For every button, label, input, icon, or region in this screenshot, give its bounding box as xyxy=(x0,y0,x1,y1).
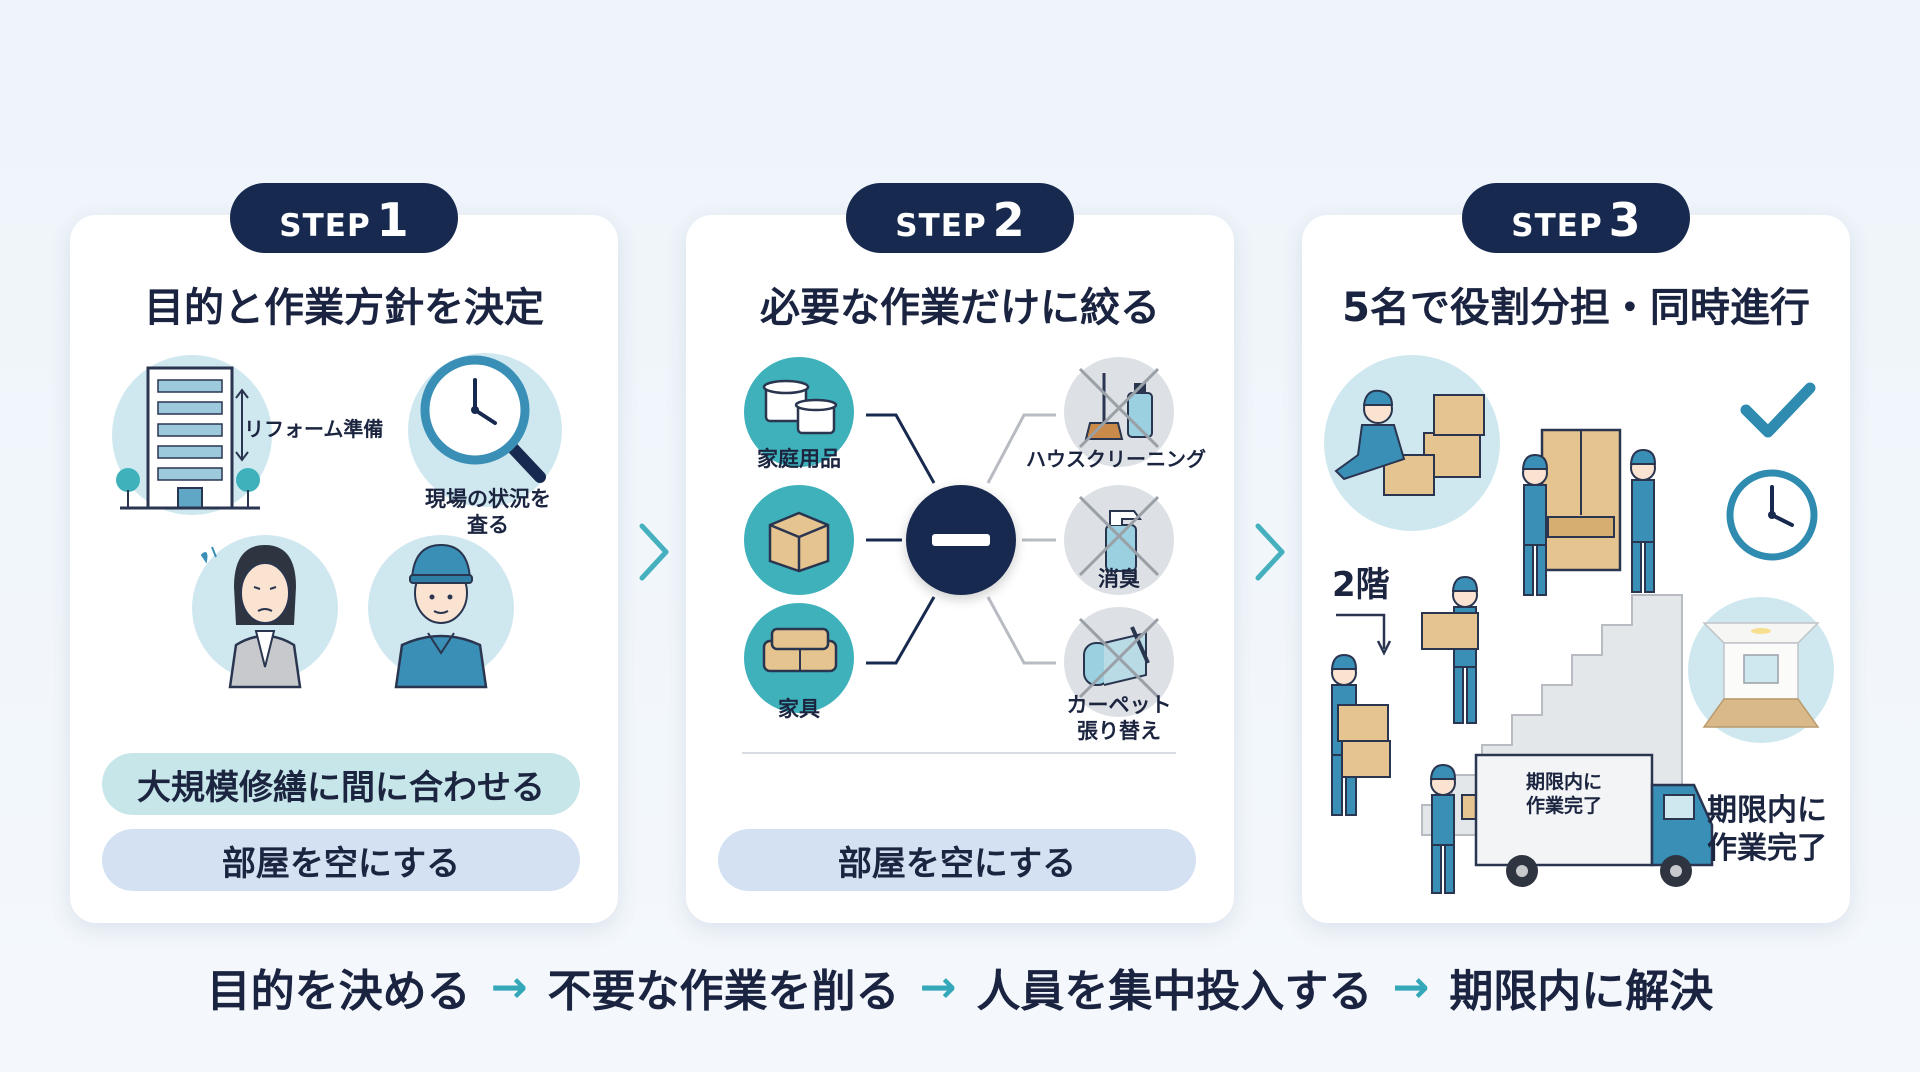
flow-arrow-icon: → xyxy=(490,961,528,1013)
step1-title: 目的と作業方針を決定 xyxy=(144,285,544,331)
truck-label-2: 作業完了 xyxy=(1525,795,1602,817)
step3-card: STEP 3 5名で役割分担・同時進行 xyxy=(1302,183,1850,923)
pots-icon xyxy=(762,379,838,435)
cleaning-bg xyxy=(1064,357,1174,467)
sofa-icon xyxy=(762,627,838,673)
worried-woman-icon xyxy=(200,545,302,689)
step3-badge-number: 3 xyxy=(1608,193,1641,247)
empty-room-icon xyxy=(1702,622,1820,728)
flow-step-2: 不要な作業を削る xyxy=(547,966,900,1017)
inspect-label-1: 現場の状況を xyxy=(425,487,551,511)
done-label-1: 期限内に xyxy=(1707,793,1827,828)
step1-card: STEP 1 目的と作業方針を決定 リフォーム準備 現場の状況を 査る xyxy=(70,183,618,923)
connector-lines xyxy=(742,413,1176,754)
step3-title: 5名で役割分担・同時進行 xyxy=(1342,285,1810,331)
done-label-2: 作業完了 xyxy=(1707,831,1827,866)
removed-item-deodorize: 消臭 xyxy=(1098,567,1140,591)
empty-room-band-2: 部屋を空にする xyxy=(718,829,1196,891)
moving-stairs-scene xyxy=(1330,428,1714,894)
box-icon xyxy=(768,511,830,573)
spray-icon xyxy=(1078,495,1160,577)
empty-room-band-1: 部屋を空にする xyxy=(102,829,580,891)
removed-item-carpet-1: カーペット xyxy=(1066,693,1172,717)
worker-icon xyxy=(394,543,488,689)
goal-band: 大規模修繕に間に合わせる xyxy=(102,753,580,815)
floor-label: 2階 xyxy=(1332,565,1390,605)
clock-magnifier-icon xyxy=(420,355,546,483)
removed-item-cleaning: ハウスクリーニング xyxy=(1026,447,1206,471)
checkmark-icon xyxy=(1740,382,1816,438)
flow-arrow-icon: → xyxy=(1392,961,1430,1013)
step2-badge-number: 2 xyxy=(992,193,1025,247)
inspect-label-2: 査る xyxy=(467,513,509,537)
step2-badge: STEP 2 xyxy=(846,183,1074,253)
chevron-right-icon xyxy=(1255,523,1285,581)
removed-item-carpet-2: 張り替え xyxy=(1077,719,1161,743)
cleaning-icon xyxy=(1078,367,1160,449)
building-label: リフォーム準備 xyxy=(244,417,384,441)
minus-icon xyxy=(932,534,990,546)
step2-badge-label: STEP xyxy=(895,208,987,244)
flow-step-1: 目的を決める xyxy=(206,966,471,1017)
flow-arrow-icon: → xyxy=(919,961,957,1013)
step1-badge-label: STEP xyxy=(279,208,371,244)
flow-step-3: 人員を集中投入する xyxy=(976,966,1373,1017)
step2-title: 必要な作業だけに絞る xyxy=(760,285,1160,331)
flow-step-4: 期限内に解決 xyxy=(1449,966,1714,1017)
kept-item-furniture: 家具 xyxy=(778,697,820,721)
clock-icon xyxy=(1726,469,1818,561)
building-icon xyxy=(116,366,260,510)
step2-card: STEP 2 必要な作業だけに絞る 家庭用品 家具 xyxy=(686,183,1234,923)
step3-badge-label: STEP xyxy=(1511,208,1603,244)
carpet-tools-icon xyxy=(1078,617,1160,699)
step1-badge: STEP 1 xyxy=(230,183,458,253)
step3-badge: STEP 3 xyxy=(1462,183,1690,253)
chevron-right-icon xyxy=(639,523,669,581)
process-flow: 目的を決める → 不要な作業を削る → 人員を集中投入する → 期限内に解決 xyxy=(0,955,1920,1019)
kept-item-household: 家庭用品 xyxy=(757,447,841,471)
truck-label-1: 期限内に xyxy=(1525,771,1602,793)
packing-worker-icon xyxy=(1334,389,1485,496)
step1-badge-number: 1 xyxy=(376,193,409,247)
